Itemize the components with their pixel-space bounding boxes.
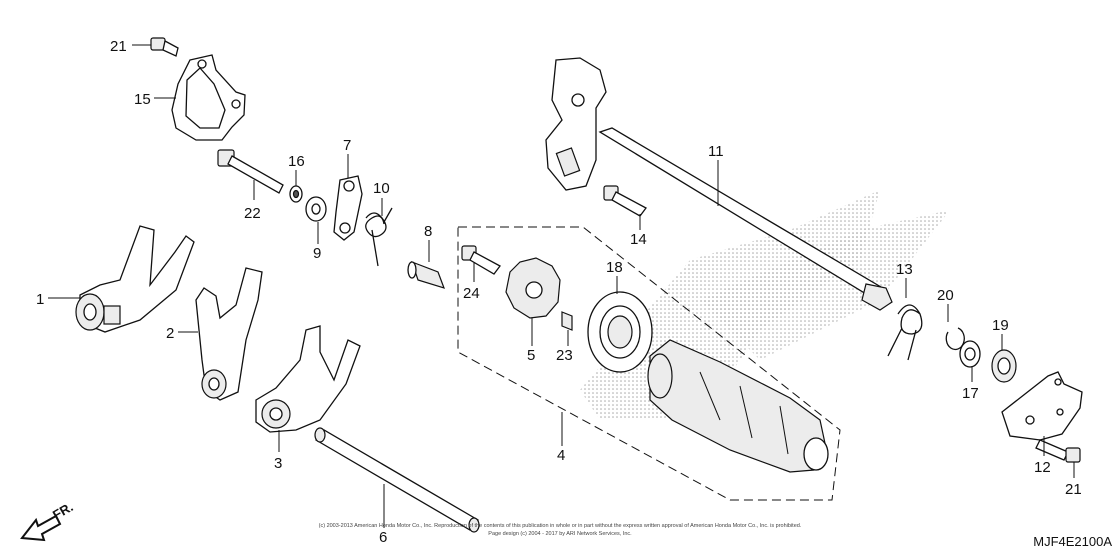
part-19-seal[interactable] [991,349,1017,383]
callout-19[interactable]: 19 [992,317,1009,334]
leader-lines [48,44,1075,528]
callout-10[interactable]: 10 [373,180,390,197]
part-5-star-plate[interactable] [505,257,561,319]
part-22-bolt[interactable] [217,149,284,194]
part-1-shift-fork[interactable] [75,225,195,333]
callout-6[interactable]: 6 [379,529,387,546]
part-12-plate[interactable] [1001,371,1083,441]
callout-22[interactable]: 22 [244,205,261,222]
part-23-dowel[interactable] [561,311,573,331]
part-9-collar[interactable] [305,196,327,222]
callout-13[interactable]: 13 [896,261,913,278]
callout-17[interactable]: 17 [962,385,979,402]
part-8-pin[interactable] [407,260,445,289]
callout-1[interactable]: 1 [36,291,44,308]
callout-23[interactable]: 23 [556,347,573,364]
part-6-fork-shaft[interactable] [314,427,480,533]
callout-16[interactable]: 16 [288,153,305,170]
callout-4[interactable]: 4 [557,447,565,464]
part-4-shift-drum[interactable] [647,339,829,473]
part-14-bolt[interactable] [603,185,647,217]
callout-12[interactable]: 12 [1034,459,1051,476]
part-15-bracket[interactable] [171,54,246,141]
part-21-bolt-top[interactable] [150,37,179,57]
callout-24[interactable]: 24 [463,285,480,302]
callout-18[interactable]: 18 [606,259,623,276]
part-20-circlip[interactable] [945,327,965,351]
callout-11[interactable]: 11 [708,143,724,160]
part-24-bolt[interactable] [461,245,501,275]
part-16-washer[interactable] [289,185,303,203]
part-18-bearing[interactable] [587,291,653,373]
part-2-shift-fork[interactable] [195,267,263,401]
copyright-line-2: Page design (c) 2004 - 2017 by ARI Netwo… [488,531,632,537]
part-17-washer[interactable] [959,340,981,368]
part-10-spring[interactable] [365,207,393,267]
callout-7[interactable]: 7 [343,137,351,154]
diagram-code: MJF4E2100A [1033,534,1112,549]
part-7-stopper-arm[interactable] [333,175,363,241]
callout-21-bottom[interactable]: 21 [1065,481,1082,498]
callout-labels: 21 15 16 22 9 7 10 8 1 2 3 6 4 5 23 24 1… [36,38,1082,546]
callout-20[interactable]: 20 [937,287,954,304]
callout-21-top[interactable]: 21 [110,38,127,55]
callout-9[interactable]: 9 [313,245,321,262]
part-11-shift-spindle[interactable] [545,57,893,311]
part-13-return-spring[interactable] [887,304,923,361]
front-direction-indicator: FR. [20,499,76,542]
callout-5[interactable]: 5 [527,347,535,364]
part-3-shift-fork[interactable] [255,325,361,433]
assembly-box-4 [457,226,841,501]
callout-8[interactable]: 8 [424,223,432,240]
copyright-line-1: (c) 2003-2013 American Honda Motor Co., … [319,523,802,529]
callout-15[interactable]: 15 [134,91,151,108]
callout-14[interactable]: 14 [630,231,647,248]
callout-2[interactable]: 2 [166,325,174,342]
front-arrow-icon [20,514,62,542]
callout-3[interactable]: 3 [274,455,282,472]
